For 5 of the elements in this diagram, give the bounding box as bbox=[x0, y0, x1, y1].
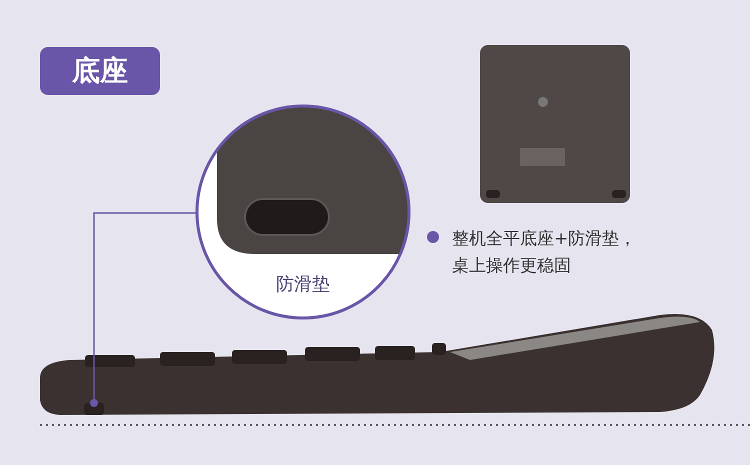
leader-line bbox=[90, 212, 197, 407]
section-title: 底座 bbox=[40, 47, 160, 95]
zoom-circle bbox=[195, 104, 411, 320]
callout-label: 防滑垫 bbox=[275, 273, 331, 296]
description-text: 整机全平底座+防滑垫，桌上操作更稳固 bbox=[452, 228, 638, 278]
